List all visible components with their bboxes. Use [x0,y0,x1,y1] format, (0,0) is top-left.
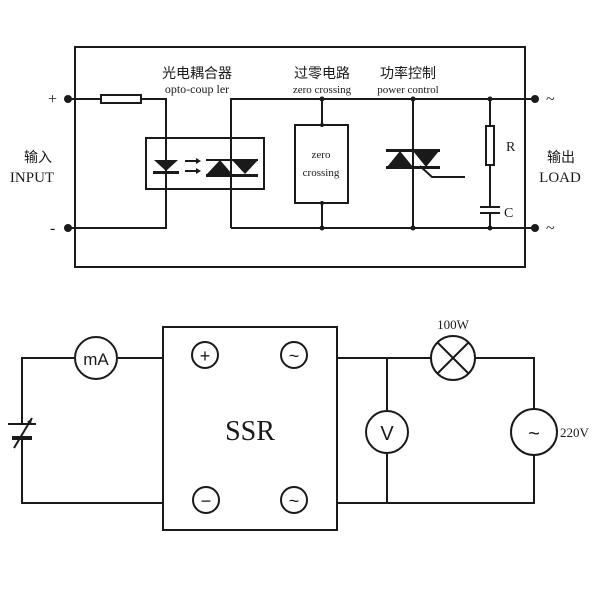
snubber-resistor [485,125,495,166]
lamp-label: 100W [437,317,470,332]
terminal-ac2-label: ~ [289,491,300,511]
ac-source-symbol: ~ [528,423,540,445]
output-terminal-bottom [531,224,539,232]
control-loop-wires [21,357,163,504]
optocoupler-box [145,137,265,190]
battery-negative-plate [12,436,32,440]
snubber-capacitor [480,206,500,214]
plus-label: + [48,91,57,108]
ssr-enclosure [74,46,526,268]
light-arrows [185,160,196,172]
minus-label: - [50,220,55,237]
lamp-icon [430,335,476,381]
zero-en-label: zero crossing [293,84,352,96]
voltmeter-label: V [380,423,394,445]
output-terminal-top [531,95,539,103]
terminal-plus [191,341,219,369]
resistor-label: R [506,140,516,155]
zero-box-line1: zero [312,149,331,161]
ac-bottom-label: ~ [546,220,555,237]
output-cn-label: 输出 [547,150,575,166]
terminal-minus-label: − [201,491,212,511]
input-en-label: INPUT [10,170,54,186]
terminal-plus-label: + [200,346,211,366]
output-en-label: LOAD [539,170,581,186]
power-cn-label: 功率控制 [380,65,436,82]
input-wires [68,98,167,229]
ammeter [74,336,118,380]
power-en-label: power control [377,84,438,96]
ac-bus [230,98,535,229]
ssr-box [162,326,338,531]
led-icon [154,160,178,171]
terminal-ac1-label: ~ [289,346,300,366]
ssr-test-circuit: mA SSR + ~ − ~ V 100W ~ 220V [8,317,590,531]
opto-cn-label: 光电耦合器 [162,66,232,82]
gate-wire [419,165,465,178]
power-triac-icon [387,151,439,167]
opto-en-label: opto-coup ler [165,82,229,96]
zero-box-line2: crossing [303,167,340,179]
input-cn-label: 输入 [24,150,52,166]
source-voltage-label: 220V [560,425,590,440]
opto-triac-icon [207,160,258,174]
zero-cn-label: 过零电路 [294,66,350,82]
terminal-ac1 [280,341,308,369]
ssr-label: SSR [225,416,275,447]
input-resistor [100,94,142,104]
zero-crossing-box [294,124,349,204]
terminal-minus [192,486,220,514]
ac-source [510,408,558,456]
ammeter-label: mA [83,350,109,369]
ac-top-label: ~ [546,91,555,108]
load-loop-wires [337,357,535,504]
lamp-cross [436,341,470,375]
terminal-ac2 [280,486,308,514]
capacitor-label: C [504,206,513,221]
ssr-internal-diagram: + - 输入 INPUT ~ ~ 输出 LOAD zero crossing [10,46,581,268]
voltmeter [365,410,409,454]
